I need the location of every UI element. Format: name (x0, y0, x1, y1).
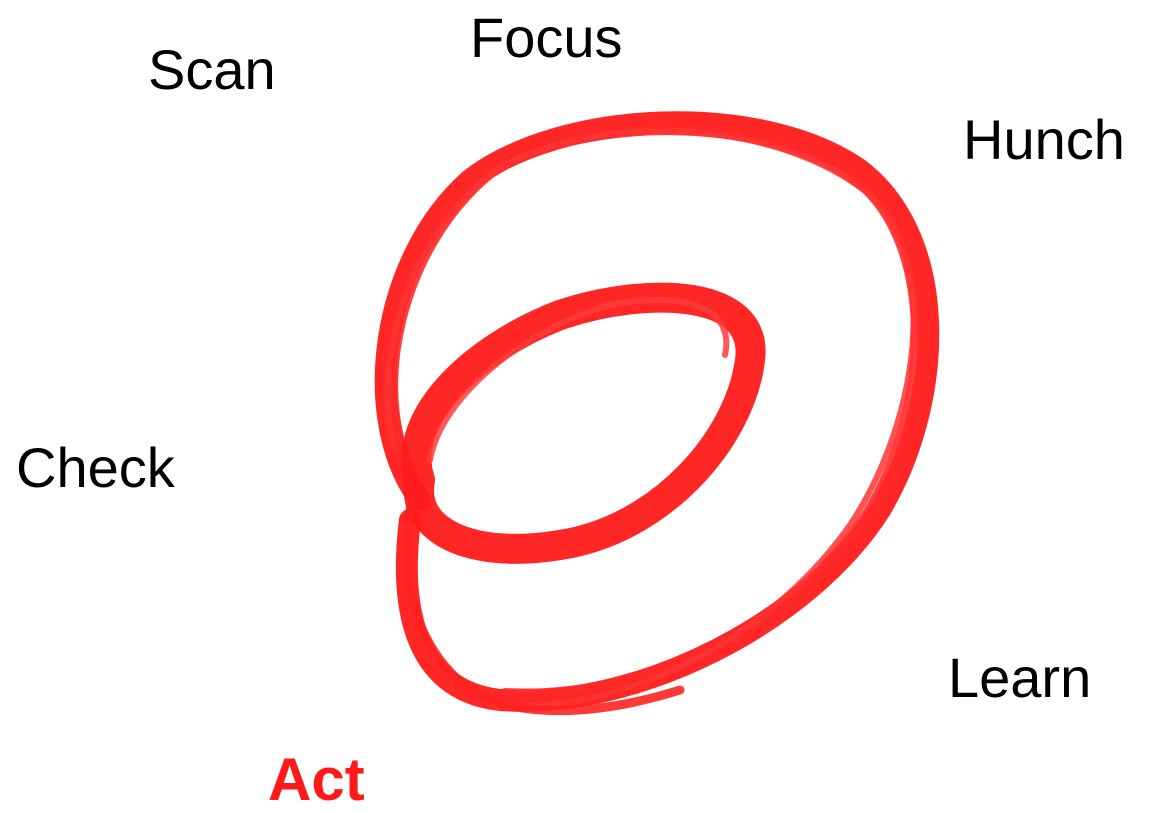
spiral-inner-stroke-1 (417, 298, 751, 549)
spiral-outer-stroke-3 (388, 131, 914, 706)
label-hunch: Hunch (963, 112, 1125, 168)
label-focus: Focus (470, 10, 623, 66)
label-scan: Scan (148, 42, 276, 98)
label-act: Act (268, 750, 365, 810)
spiral-outer-stroke-2 (394, 131, 915, 692)
spiral-outer-stroke-1 (386, 122, 929, 701)
label-check: Check (16, 440, 175, 496)
label-learn: Learn (948, 650, 1091, 706)
